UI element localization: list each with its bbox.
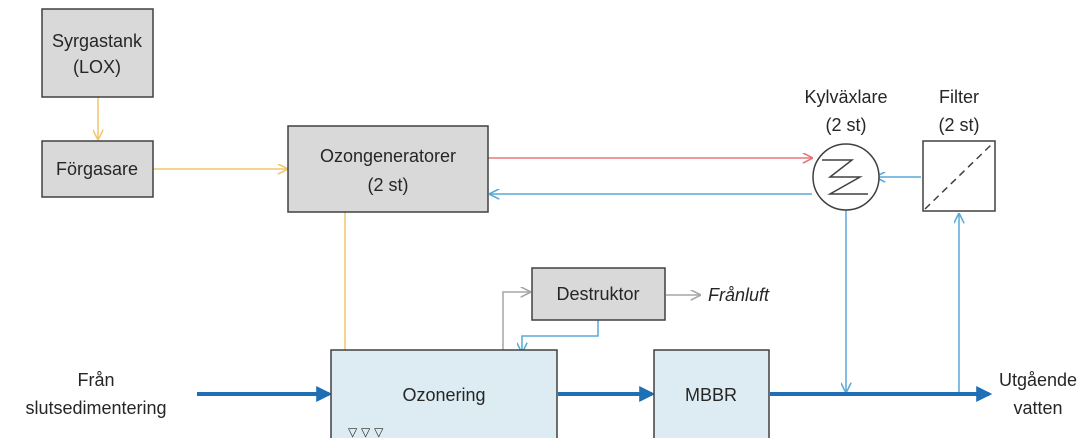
mbbr-label: MBBR bbox=[685, 385, 737, 405]
forgasare-box[interactable]: Förgasare bbox=[41, 140, 154, 198]
ozongeneratorer-box[interactable]: Ozongeneratorer (2 st) bbox=[287, 125, 489, 213]
diffuser-icons: ▽ ▽ ▽ bbox=[348, 425, 384, 438]
kylvaxlare-component[interactable]: Kylväxlare (2 st) bbox=[804, 87, 888, 211]
offgas-line-to-destruktor bbox=[502, 292, 530, 350]
syrgastank-title: Syrgastank bbox=[52, 31, 143, 51]
franluft-label: Frånluft bbox=[708, 285, 770, 305]
ozongeneratorer-title: Ozongeneratorer bbox=[320, 146, 456, 166]
kylvaxlare-subtitle: (2 st) bbox=[825, 115, 866, 135]
inlet-label-line1: Från bbox=[77, 370, 114, 390]
syrgastank-box[interactable]: Syrgastank (LOX) bbox=[41, 8, 154, 98]
kylvaxlare-title: Kylväxlare bbox=[804, 87, 887, 107]
destruktor-label: Destruktor bbox=[556, 284, 639, 304]
mbbr-box[interactable]: MBBR bbox=[653, 349, 770, 438]
heat-exchanger-coil-icon bbox=[822, 159, 868, 195]
outlet-label-line2: vatten bbox=[1013, 398, 1062, 418]
outlet-label-line1: Utgående bbox=[999, 370, 1077, 390]
ozonering-label: Ozonering bbox=[402, 385, 485, 405]
ozongeneratorer-subtitle: (2 st) bbox=[367, 175, 408, 195]
forgasare-label: Förgasare bbox=[56, 159, 138, 179]
ozonering-box[interactable]: Ozonering ▽ ▽ ▽ bbox=[330, 349, 558, 438]
filter-component[interactable]: Filter (2 st) bbox=[922, 87, 996, 212]
syrgastank-subtitle: (LOX) bbox=[73, 57, 121, 77]
filter-title: Filter bbox=[939, 87, 979, 107]
filter-subtitle: (2 st) bbox=[938, 115, 979, 135]
inlet-label-line2: slutsedimentering bbox=[25, 398, 166, 418]
destruktor-return-line bbox=[522, 320, 599, 352]
destruktor-box[interactable]: Destruktor bbox=[531, 267, 666, 321]
filter-membrane-icon bbox=[924, 142, 994, 210]
